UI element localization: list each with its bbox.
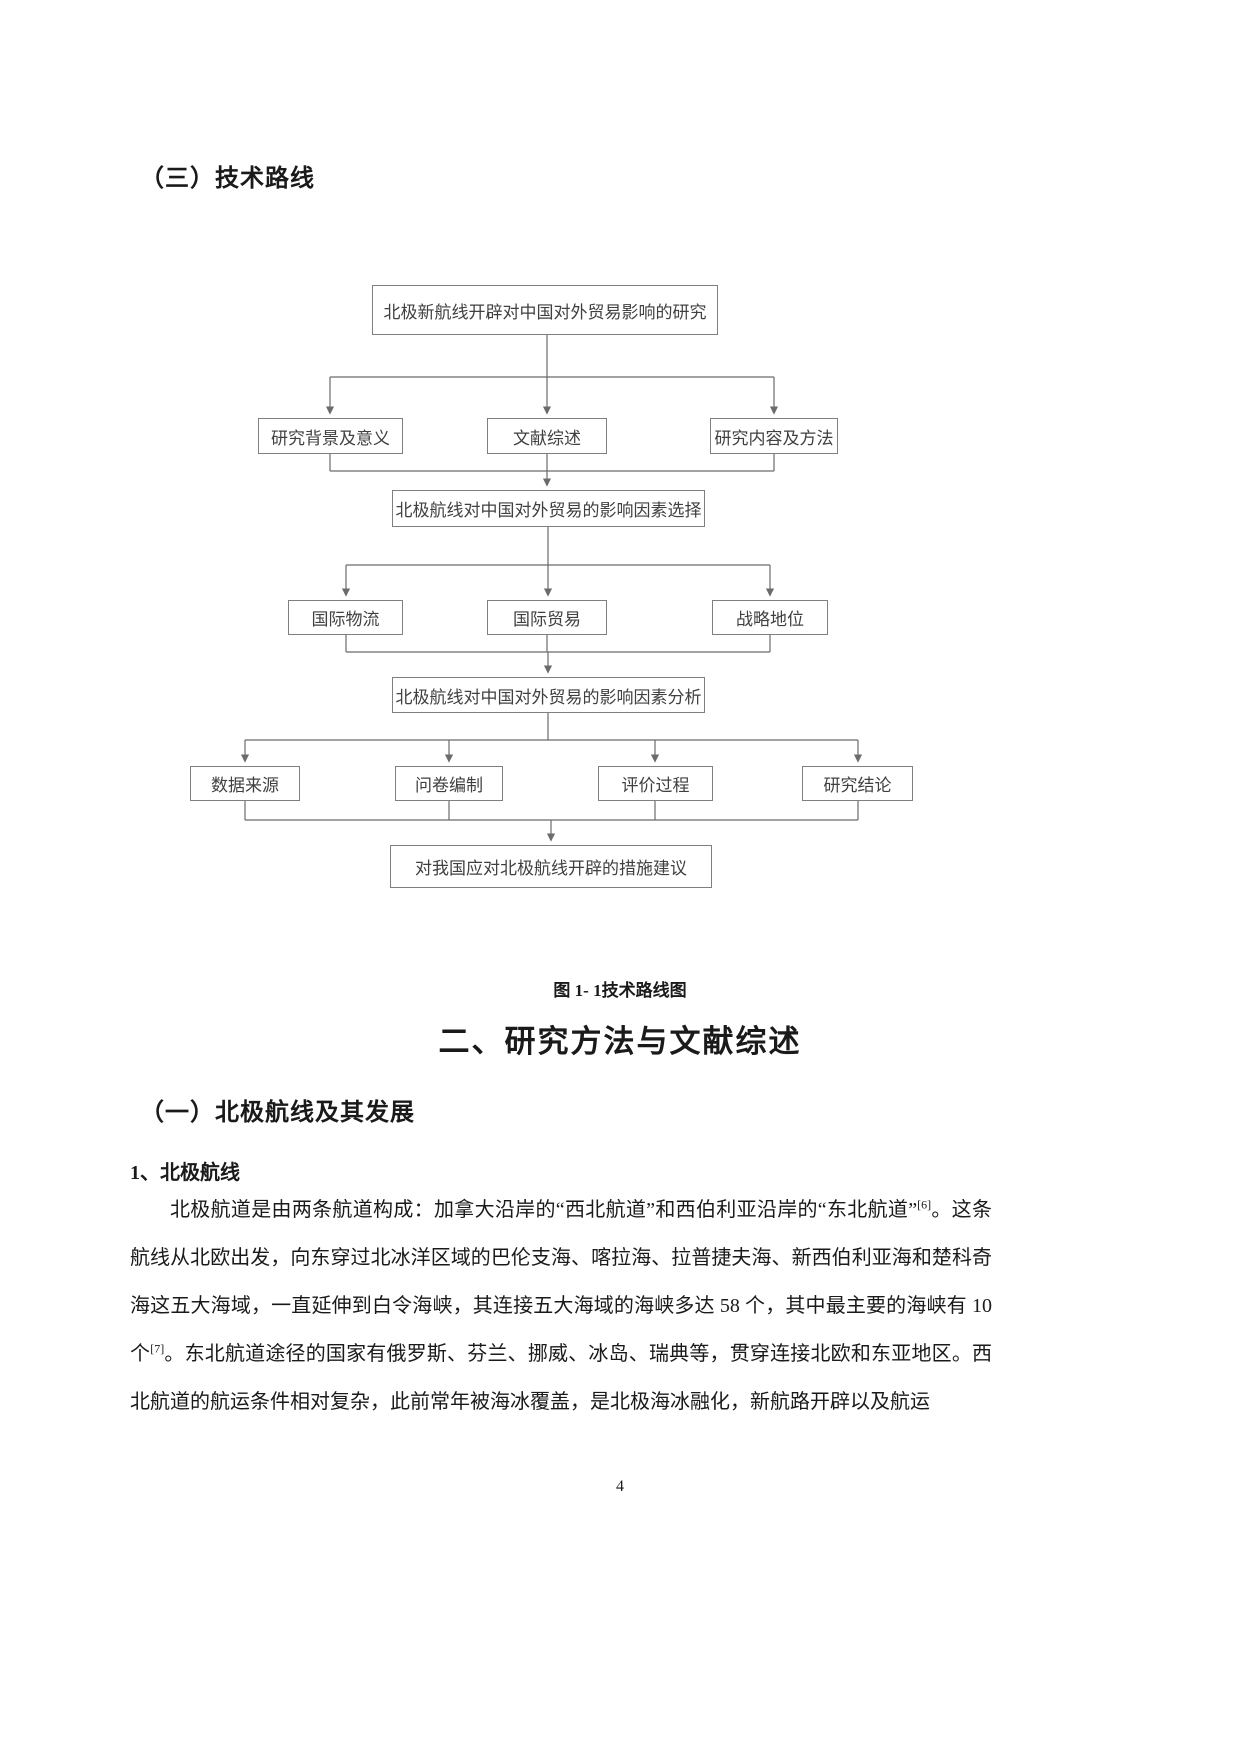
flowchart-node-background: 研究背景及意义 bbox=[258, 418, 403, 454]
flowchart-node-factor-selection: 北极航线对中国对外贸易的影响因素选择 bbox=[392, 490, 705, 527]
paragraph-text-3: 。东北航道途径的国家有俄罗斯、芬兰、挪威、冰岛、瑞典等，贯穿连接北欧和东亚地区。… bbox=[130, 1343, 993, 1413]
subsection-heading: （一）北极航线及其发展 bbox=[140, 1100, 415, 1126]
paragraph-text-1: 北极航道是由两条航道构成：加拿大沿岸的“西北航道”和西伯利亚沿岸的“东北航道” bbox=[170, 1199, 918, 1221]
flowchart-node-suggestions: 对我国应对北极航线开辟的措施建议 bbox=[390, 845, 712, 888]
flowchart-node-data-source: 数据来源 bbox=[190, 766, 300, 801]
flowchart-node-content-methods: 研究内容及方法 bbox=[710, 418, 838, 454]
chapter-heading: 二、研究方法与文献综述 bbox=[438, 1024, 802, 1059]
flowchart-connectors bbox=[240, 335, 863, 842]
citation-ref-6: [6] bbox=[917, 1197, 932, 1212]
flowchart-node-intl-trade: 国际贸易 bbox=[487, 600, 607, 635]
figure-caption: 图 1- 1技术路线图 bbox=[553, 981, 687, 1000]
body-paragraph: 北极航道是由两条航道构成：加拿大沿岸的“西北航道”和西伯利亚沿岸的“东北航道”[… bbox=[130, 1186, 992, 1426]
flowchart-node-intl-logistics: 国际物流 bbox=[288, 600, 403, 635]
flowchart-node-research-topic: 北极新航线开辟对中国对外贸易影响的研究 bbox=[372, 285, 718, 335]
page-number: 4 bbox=[616, 1478, 624, 1495]
flowchart-node-questionnaire: 问卷编制 bbox=[395, 766, 503, 801]
flowchart-node-factor-analysis: 北极航线对中国对外贸易的影响因素分析 bbox=[392, 677, 705, 713]
paragraph-text-2: 。这条航线从北欧出发，向东穿过北冰洋区域的巴伦支海、喀拉海、拉普捷夫海、新西伯利… bbox=[130, 1199, 992, 1365]
flowchart-node-strategic-position: 战略地位 bbox=[712, 600, 828, 635]
flowchart-node-literature-review: 文献综述 bbox=[487, 418, 607, 454]
section-heading: （三）技术路线 bbox=[140, 166, 315, 192]
flowchart-node-evaluation-process: 评价过程 bbox=[598, 766, 713, 801]
citation-ref-7: [7] bbox=[150, 1341, 165, 1356]
flowchart-node-research-conclusion: 研究结论 bbox=[802, 766, 913, 801]
item-heading: 1、北极航线 bbox=[130, 1162, 240, 1184]
